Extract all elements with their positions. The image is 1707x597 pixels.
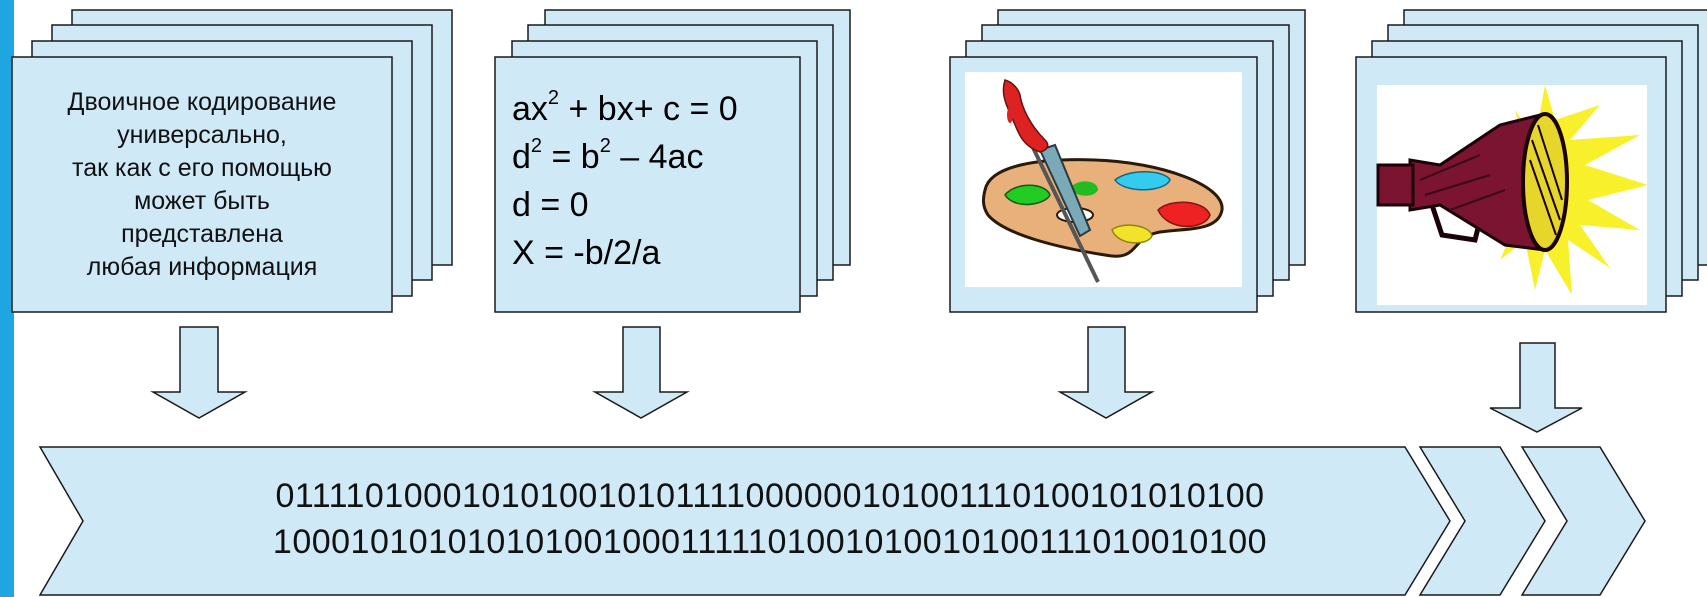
binary-code: 0111101000101010010101111000000101001110… [120, 473, 1420, 565]
text-card-stack [11, 9, 453, 313]
formula-text: – 4ac [610, 138, 704, 176]
card-front [11, 56, 393, 313]
formula-text: = b [542, 138, 600, 176]
formula-line-1: ax2 + bx+ c = 0 [512, 85, 812, 133]
text-card-line: универсально, [117, 120, 287, 149]
formula-text: ax [512, 90, 548, 128]
text-card-line: Двоичное кодирование [67, 87, 337, 116]
text-card-line: любая информация [86, 252, 318, 281]
binary-stream-chevron [38, 446, 1646, 596]
palette-icon [981, 79, 1224, 283]
formula-line-2: d2 = b2 – 4ac [512, 133, 812, 181]
formula-card-content: ax2 + bx+ c = 0 d2 = b2 – 4ac d = 0 X = … [512, 85, 812, 277]
formula-superscript: 2 [599, 134, 611, 157]
formula-superscript: 2 [530, 134, 543, 157]
binary-line-1: 0111101000101010010101111000000101001110… [275, 477, 1265, 515]
text-card-line: представлена [121, 219, 283, 248]
text-card-content: Двоичное кодирование универсально, так к… [12, 57, 392, 312]
text-card-line: может быть [134, 186, 270, 215]
down-arrow-4 [1489, 342, 1583, 433]
card-front [494, 56, 801, 313]
formula-line-3: d = 0 [512, 186, 589, 224]
down-arrow-1 [150, 326, 248, 419]
formula-text: d [512, 138, 531, 176]
image-card-stack [949, 9, 1306, 313]
megaphone-icon [1376, 85, 1648, 295]
formula-text: + bx+ c = 0 [559, 90, 738, 128]
formula-line-4: X = -b/2/a [512, 234, 661, 272]
binary-line-2: 1000101010101010010001111101001010010100… [272, 523, 1268, 561]
formula-superscript: 2 [547, 86, 560, 109]
down-arrow-3 [1057, 326, 1155, 419]
accent-bar [0, 0, 14, 597]
formula-card-stack [494, 9, 851, 313]
text-card-line: так как с его помощью [72, 153, 332, 182]
down-arrow-2 [592, 326, 690, 419]
